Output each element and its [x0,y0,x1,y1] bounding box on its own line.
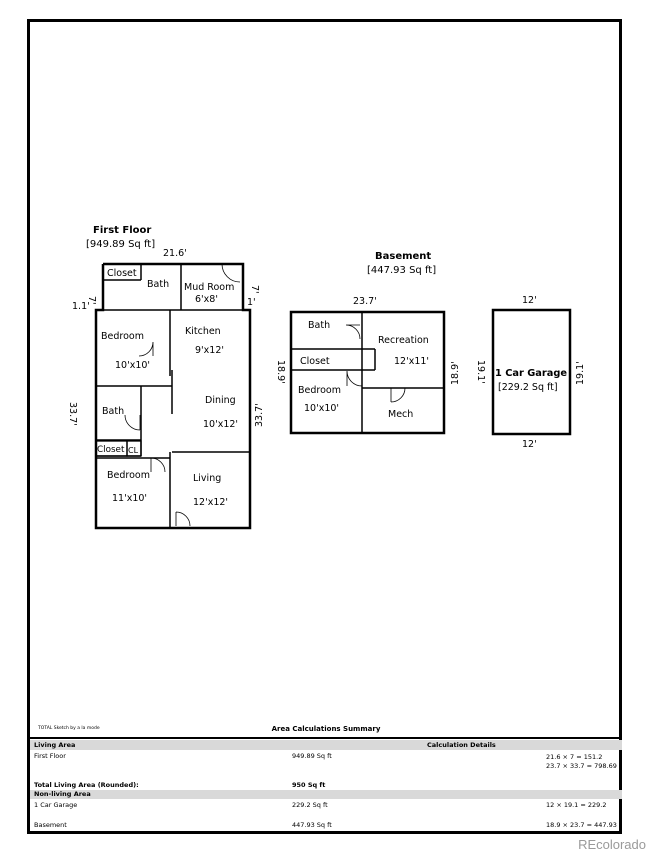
basement-row-label: Basement [34,821,67,829]
first-floor-row-area: 949.89 Sq ft [292,752,332,760]
garage-dim-right: 19.1' [575,361,586,385]
area-summary: Living Area Calculation Details First Fl… [30,737,622,834]
bedroom2-label: Bedroom [107,470,150,481]
garage-row: 1 Car Garage 229.2 Sq ft 12 × 19.1 = 229… [30,800,622,810]
dining-size: 10'x12' [203,419,238,430]
first-floor-title: First Floor [93,225,151,236]
basement-bedroom-size: 10'x10' [304,403,339,414]
dining-label: Dining [205,395,236,406]
basement-title: Basement [375,251,431,262]
mud-room-label: Mud Room [184,282,234,293]
garage-row-label: 1 Car Garage [34,801,78,809]
recreation-label: Recreation [378,335,429,346]
cl-label: CL [128,446,139,455]
living-label: Living [193,473,221,484]
basement-area: [447.93 Sq ft] [367,265,436,276]
garage-dim-bottom: 12' [522,439,537,450]
total-living-label: Total Living Area (Rounded): [34,781,139,789]
basement-row-area: 447.93 Sq ft [292,821,332,829]
first-floor-dim-right: 33.7' [254,403,265,427]
first-floor-dim-left: 33.7' [67,402,78,426]
living-size: 12'x12' [193,497,228,508]
first-floor-area: [949.89 Sq ft] [86,239,155,250]
left-top-dim: 7' [86,296,97,305]
total-living-value: 950 Sq ft [292,781,326,789]
basement-row: Basement 447.93 Sq ft 18.9 × 23.7 = 447.… [30,820,622,830]
first-floor-plan [94,262,252,530]
first-floor-calc-1: 21.6 × 7 = 151.2 [546,753,603,761]
bath-label: Bath [147,279,169,290]
basement-bedroom-label: Bedroom [298,385,341,396]
mud-room-size: 6'x8' [195,294,218,305]
mech-label: Mech [388,409,413,420]
basement-dim-top: 23.7' [353,296,377,307]
watermark: REcolorado [578,837,646,852]
first-floor-row-label: First Floor [34,752,66,760]
sketch-credit: TOTAL Sketch by a la mode [38,726,100,731]
kitchen-label: Kitchen [185,326,221,337]
living-area-header: Living Area [34,741,76,749]
closet2-label: Closet [97,445,125,455]
basement-dim-left: 18.9' [275,360,286,384]
calc-details-header: Calculation Details [427,741,496,749]
kitchen-size: 9'x12' [195,345,224,356]
basement-bath-label: Bath [308,320,330,331]
basement-dim-right: 18.9' [450,361,461,385]
non-living-header-row: Non-living Area [30,790,622,799]
garage-dim-left: 19.1' [475,360,486,384]
garage-dim-top: 12' [522,295,537,306]
garage-title: 1 Car Garage [495,368,567,379]
basement-row-calc: 18.9 × 23.7 = 447.93 [546,821,617,829]
bath2-label: Bath [102,406,124,417]
recreation-size: 12'x11' [394,356,429,367]
basement-plan [289,310,446,435]
first-floor-dim-top: 21.6' [163,248,187,259]
garage-row-area: 229.2 Sq ft [292,801,328,809]
summary-title: Area Calculations Summary [271,725,381,733]
bedroom1-size: 10'x10' [115,360,150,371]
page-frame [27,19,622,834]
closet-label: Closet [107,268,137,279]
first-floor-row: First Floor 949.89 Sq ft 21.6 × 7 = 151.… [30,751,622,773]
first-floor-calc-2: 23.7 × 33.7 = 798.69 [546,762,617,770]
basement-closet-label: Closet [300,356,330,367]
bedroom2-size: 11'x10' [112,493,147,504]
non-living-header: Non-living Area [34,790,91,798]
bedroom1-label: Bedroom [101,331,144,342]
mud-room-dim-small: 1' [247,297,256,308]
total-living-row: Total Living Area (Rounded): 950 Sq ft [30,780,622,790]
garage-area: [229.2 Sq ft] [498,382,558,393]
mud-room-dim-right: 7' [249,285,260,294]
living-area-header-row: Living Area Calculation Details [30,740,622,750]
garage-plan [491,308,572,436]
garage-row-calc: 12 × 19.1 = 229.2 [546,801,607,809]
left-small-dim: 1.1' [72,301,90,312]
